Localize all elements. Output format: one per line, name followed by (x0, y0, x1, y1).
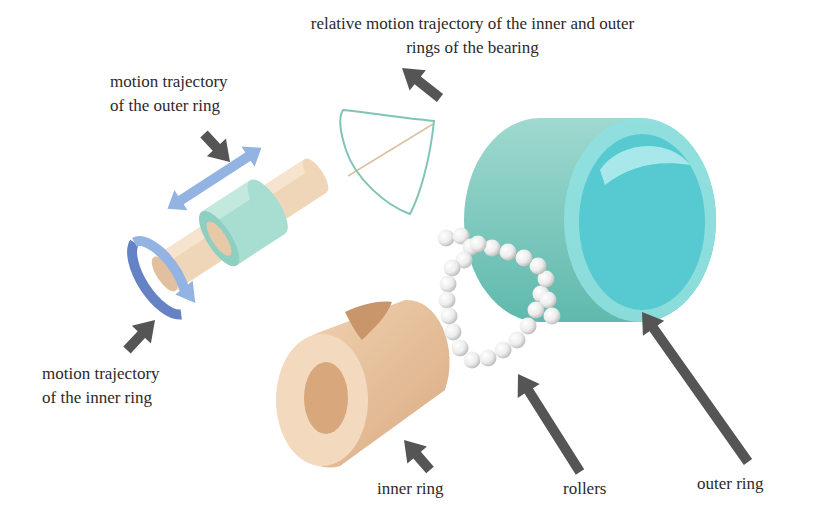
axis-line (348, 124, 433, 176)
rollers (438, 228, 561, 369)
rotation-arrow-head (174, 281, 203, 310)
roller-ball (440, 276, 457, 293)
roller-ball (520, 318, 537, 335)
leader-arrows (123, 68, 752, 475)
part-label: motion trajectory of the outer ring (110, 70, 245, 118)
part-label: relative motion trajectory of the inner … (300, 12, 645, 60)
roller-ball (495, 342, 512, 359)
leader-arrow (404, 440, 434, 473)
roller-ball (509, 332, 526, 349)
sleeve-end (240, 174, 295, 241)
leader-arrow (518, 374, 585, 475)
roller-ball (445, 324, 462, 341)
bore-highlight (600, 146, 690, 185)
roller-ball (438, 230, 455, 247)
roller-ball (516, 250, 533, 267)
inner-ring-bore (304, 362, 348, 434)
roller-ball (540, 292, 557, 309)
part-label: outer ring (697, 472, 764, 496)
outer-ring-rim (564, 118, 716, 322)
roller-ball (544, 308, 561, 325)
outer-ring-bore (579, 134, 705, 310)
part-label: inner ring (377, 477, 444, 501)
roller-ball (470, 236, 487, 253)
shaft-through (202, 218, 236, 259)
roller-ball (480, 350, 497, 367)
inner-ring (276, 300, 450, 468)
shaft-end (298, 155, 333, 197)
leader-arrow (200, 131, 230, 162)
outer-ring-body (464, 118, 716, 322)
roller-ball (444, 260, 461, 277)
leader-arrow (123, 320, 155, 353)
sleeve-face (192, 205, 247, 272)
shaft-assembly (109, 117, 345, 323)
roller-ball (500, 244, 517, 261)
rotation-arrow-front (134, 232, 187, 300)
part-label: rollers (563, 477, 606, 501)
cam-groove (345, 302, 392, 340)
leader-arrow (402, 68, 443, 102)
trajectory-curve (340, 110, 434, 214)
outer-ring (464, 118, 716, 322)
part-label: motion trajectory of the inner ring (42, 362, 177, 410)
roller-ball (441, 308, 458, 325)
roller-ball (452, 340, 469, 357)
leader-arrow (642, 312, 752, 465)
roller-ball (464, 352, 481, 369)
inner-ring-face (276, 334, 368, 466)
rotation-arrow-back (121, 242, 181, 323)
trajectory-loop (340, 110, 434, 214)
roller-ball (439, 292, 456, 309)
